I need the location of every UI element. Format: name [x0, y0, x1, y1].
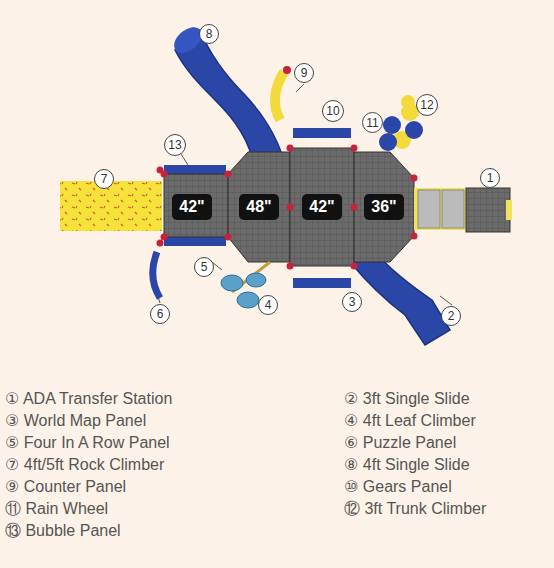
callout-number: 12 [420, 98, 433, 112]
callout-number: 3 [349, 295, 356, 309]
part-name: ⑧ 4ft Single Slide [344, 455, 470, 474]
deck-height: 42" [309, 198, 334, 216]
callout-number: 4 [265, 298, 272, 312]
callout-number: 2 [441, 306, 461, 326]
callout-number: 3 [342, 292, 362, 312]
callout-number: 6 [157, 307, 164, 321]
callout-number: 10 [326, 104, 339, 118]
callout-number: 1 [480, 168, 500, 188]
part-name: ⑬ Bubble Panel [5, 521, 121, 542]
callout-number: 2 [448, 309, 455, 323]
part-name: ① ADA Transfer Station [5, 389, 172, 408]
part-name: ⑪ Rain Wheel [5, 499, 108, 520]
deck-height-box: 48" [239, 194, 279, 220]
callout-number: 5 [201, 260, 208, 274]
part-name: ⑥ Puzzle Panel [344, 433, 456, 452]
callout-number: 8 [206, 27, 213, 41]
deck-height: 36" [371, 198, 396, 216]
part-name: ⑨ Counter Panel [5, 477, 126, 496]
callout-number: 13 [164, 134, 186, 156]
callout-number: 12 [416, 94, 438, 116]
callout-number: 4 [258, 295, 278, 315]
callout-number: 11 [366, 116, 378, 130]
callout-number: 10 [322, 100, 344, 122]
part-name: ⑦ 4ft/5ft Rock Climber [5, 455, 164, 474]
callout-number: 6 [150, 304, 170, 324]
deck-height: 48" [246, 198, 271, 216]
deck-height-box: 36" [364, 194, 404, 220]
deck-height-box: 42" [172, 194, 212, 220]
callout-number: 9 [294, 63, 314, 83]
callout-number: 11 [362, 112, 383, 133]
callout-number: 1 [487, 171, 494, 185]
deck-height: 42" [179, 198, 204, 216]
callout-number: 5 [194, 257, 214, 277]
part-name: ⑫ 3ft Trunk Climber [344, 499, 486, 520]
callout-number: 7 [94, 169, 114, 189]
part-name: ③ World Map Panel [5, 411, 146, 430]
deck-height-box: 42" [302, 194, 342, 220]
part-name: ⑤ Four In A Row Panel [5, 433, 170, 452]
part-name: ④ 4ft Leaf Climber [344, 411, 476, 430]
callout-number: 7 [101, 172, 108, 186]
callout-number: 9 [301, 66, 308, 80]
callout-number: 13 [168, 138, 181, 152]
part-name: ⑩ Gears Panel [344, 477, 452, 496]
part-name: ② 3ft Single Slide [344, 389, 470, 408]
callout-number: 8 [199, 24, 219, 44]
